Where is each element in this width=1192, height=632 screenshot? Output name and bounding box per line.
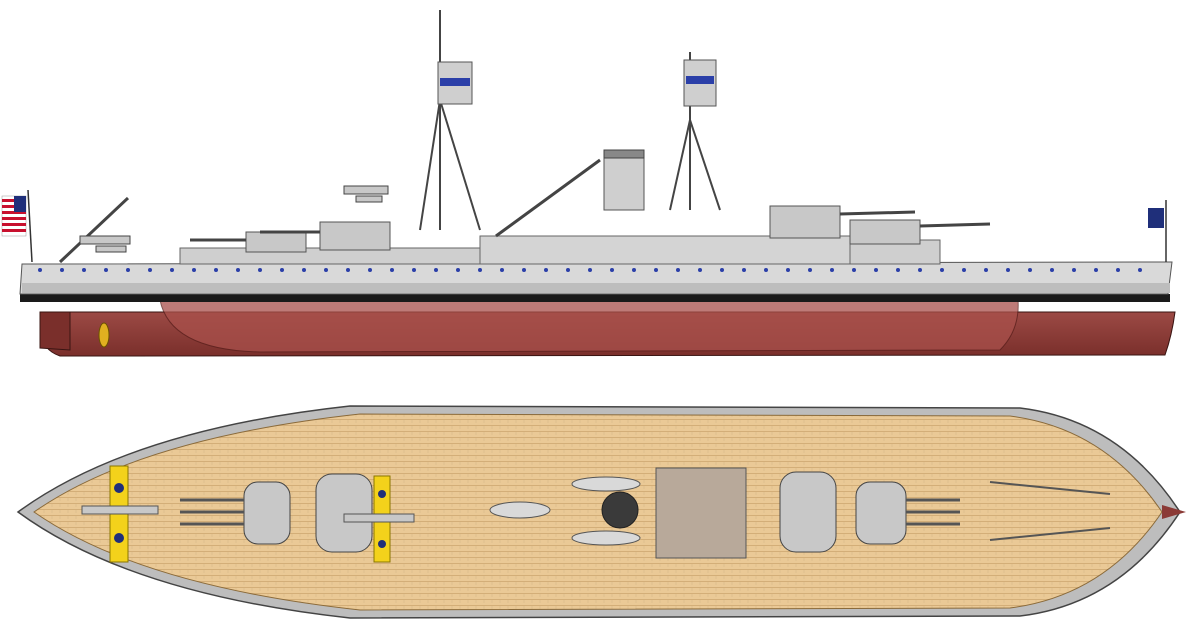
porthole xyxy=(522,268,526,272)
porthole xyxy=(1072,268,1076,272)
turret-icon xyxy=(245,231,307,253)
porthole xyxy=(610,268,614,272)
main-top-windows xyxy=(686,76,714,84)
porthole xyxy=(764,268,768,272)
turret-icon xyxy=(849,219,921,245)
porthole xyxy=(38,268,42,272)
porthole xyxy=(126,268,130,272)
propeller-icon xyxy=(98,322,110,348)
porthole xyxy=(940,268,944,272)
porthole xyxy=(896,268,900,272)
porthole xyxy=(742,268,746,272)
seaplane-icon xyxy=(343,185,389,203)
seaplane-icon xyxy=(79,235,131,253)
turret-group-side xyxy=(245,205,921,253)
gun-barrels-plan xyxy=(180,498,960,526)
porthole xyxy=(830,268,834,272)
porthole xyxy=(874,268,878,272)
porthole xyxy=(324,268,328,272)
porthole xyxy=(808,268,812,272)
porthole xyxy=(1050,268,1054,272)
porthole xyxy=(698,268,702,272)
boot-topping xyxy=(20,294,1170,302)
turret-icon xyxy=(855,481,907,545)
porthole xyxy=(544,268,548,272)
anchor-chains xyxy=(989,481,1111,541)
top-plan-view xyxy=(16,405,1186,619)
bow-tip xyxy=(1162,505,1186,519)
porthole xyxy=(280,268,284,272)
porthole xyxy=(566,268,570,272)
porthole xyxy=(720,268,724,272)
porthole xyxy=(434,268,438,272)
porthole xyxy=(918,268,922,272)
porthole xyxy=(654,268,658,272)
us-flag-icon xyxy=(1,189,33,263)
turret-icon xyxy=(779,471,837,553)
porthole xyxy=(1028,268,1032,272)
porthole xyxy=(368,268,372,272)
turret-icon xyxy=(315,473,373,553)
boats-plan xyxy=(489,476,641,546)
porthole xyxy=(500,268,504,272)
funnel-icon xyxy=(603,153,645,211)
porthole xyxy=(456,268,460,272)
rudder xyxy=(39,311,71,351)
seaplane-icon xyxy=(81,465,159,563)
side-profile-view xyxy=(1,10,1176,357)
torpedo-bulge xyxy=(159,299,1019,353)
deckhouse-mid xyxy=(479,235,861,265)
turret-group-plan xyxy=(243,471,907,553)
porthole xyxy=(1116,268,1120,272)
porthole xyxy=(346,268,350,272)
funnel-icon xyxy=(601,491,639,529)
porthole xyxy=(852,268,856,272)
mast-icon xyxy=(419,10,721,231)
porthole xyxy=(302,268,306,272)
porthole xyxy=(170,268,174,272)
porthole xyxy=(390,268,394,272)
porthole xyxy=(588,268,592,272)
crane-icon xyxy=(58,158,601,264)
seaplane-icon xyxy=(343,475,415,563)
porthole xyxy=(104,268,108,272)
porthole xyxy=(60,268,64,272)
porthole xyxy=(258,268,262,272)
porthole xyxy=(148,268,152,272)
turret-icon xyxy=(319,221,391,251)
fore-top-windows xyxy=(440,78,470,86)
us-flag-icon xyxy=(1148,200,1167,262)
hull-shadow-band xyxy=(22,283,1170,293)
bridge-plan xyxy=(655,467,747,559)
porthole xyxy=(214,268,218,272)
funnel-cap xyxy=(603,149,645,159)
turret-icon xyxy=(769,205,841,239)
turret-icon xyxy=(243,481,291,545)
porthole xyxy=(676,268,680,272)
porthole xyxy=(412,268,416,272)
porthole-row xyxy=(38,268,1142,272)
porthole xyxy=(632,268,636,272)
porthole xyxy=(1006,268,1010,272)
porthole xyxy=(1138,268,1142,272)
porthole xyxy=(478,268,482,272)
porthole xyxy=(236,268,240,272)
porthole xyxy=(984,268,988,272)
porthole xyxy=(82,268,86,272)
porthole xyxy=(962,268,966,272)
porthole xyxy=(192,268,196,272)
porthole xyxy=(786,268,790,272)
porthole xyxy=(1094,268,1098,272)
gun-barrels-side xyxy=(190,210,991,242)
